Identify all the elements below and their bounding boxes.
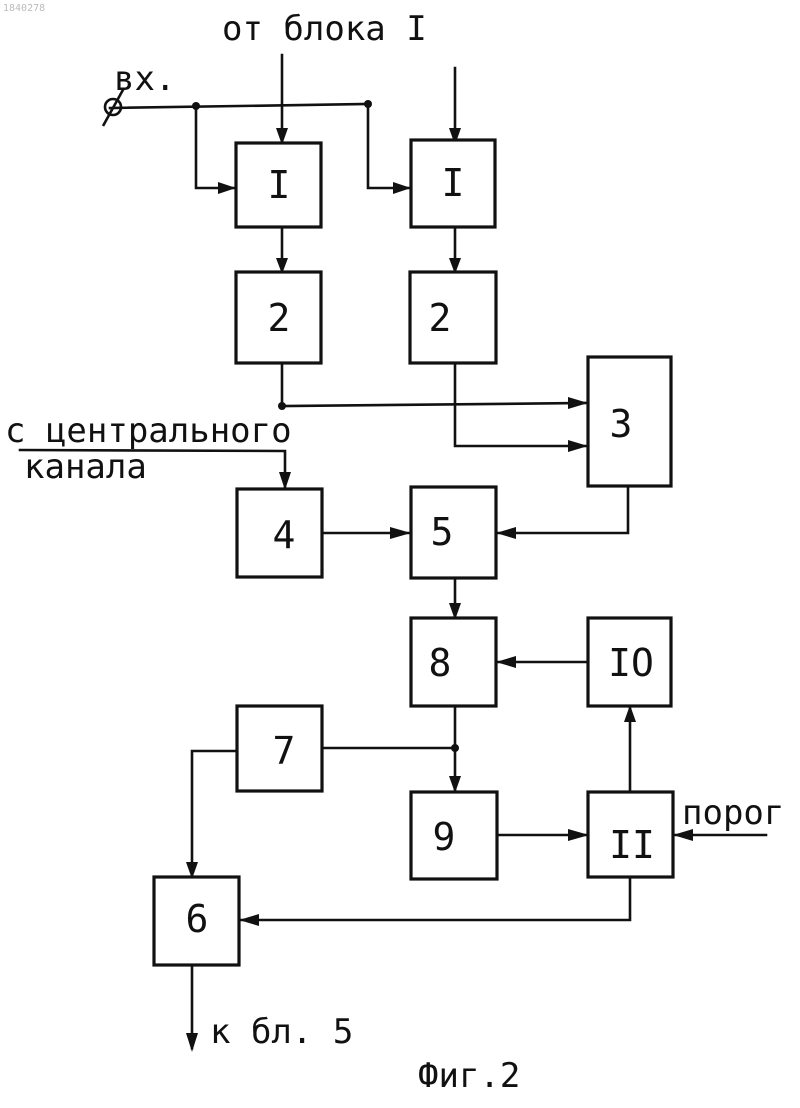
arrowhead-9-into-11 (568, 829, 589, 841)
arrowhead-11-into-6 (239, 914, 259, 926)
wire-11-6 (239, 877, 630, 920)
block-11-label: II (609, 823, 655, 867)
junction-dot (451, 744, 459, 752)
block-2-right-label: 2 (429, 296, 452, 340)
arrowhead-into-3-upper (568, 397, 588, 409)
block-7-label: 7 (273, 729, 296, 773)
block-5 (411, 487, 496, 578)
block-3-label: 3 (610, 402, 633, 446)
block-10-label: IO (608, 641, 654, 685)
arrowheads (186, 128, 693, 1052)
arrowhead-into-3-lower (568, 440, 588, 452)
blocks (154, 140, 673, 965)
wire-bus-to-1b (368, 104, 410, 188)
block-2-left-label: 2 (268, 296, 291, 340)
arrowhead-into-1b-left (393, 182, 411, 194)
wire-input-bus (110, 104, 368, 108)
arrowhead-3-into-5 (496, 527, 516, 539)
annotations: 1840278 от блока I вх. с центрального ка… (3, 3, 784, 1096)
block-8-label: 8 (429, 641, 452, 685)
arrowhead-10-into-8 (496, 656, 516, 668)
block-5-label: 5 (431, 510, 454, 554)
to-block-label: к бл. 5 (210, 1012, 353, 1052)
arrowhead-into-1a-left (218, 182, 236, 194)
block-1-right-label: I (442, 161, 465, 205)
document-number: 1840278 (3, 3, 45, 14)
block-2-right (410, 272, 496, 363)
wire-bus-to-1a (196, 106, 235, 188)
from-central-label-line2: канала (24, 447, 147, 487)
wire-7-6 (192, 751, 237, 877)
threshold-label: порог (682, 793, 784, 833)
junction-dot (192, 102, 200, 110)
junction-dot (364, 100, 372, 108)
block-8 (411, 618, 496, 706)
block-9-label: 9 (433, 815, 456, 859)
figure-caption: Фиг.2 (418, 1056, 520, 1096)
arrowhead-into-4 (279, 472, 291, 490)
wire-3-5 (496, 486, 628, 533)
block-6-label: 6 (186, 897, 209, 941)
block-1-left-label: I (268, 163, 291, 207)
connections (20, 55, 766, 1048)
from-block-label: от блока I (222, 9, 427, 49)
from-central-label-line1: с центрального (5, 411, 292, 451)
wire-2a-3 (282, 363, 587, 406)
arrowhead-4-into-5 (390, 527, 411, 539)
arrowhead-output (186, 1033, 198, 1052)
junction-dot (278, 402, 286, 410)
input-label: вх. (114, 59, 175, 99)
block-4-label: 4 (273, 513, 296, 557)
